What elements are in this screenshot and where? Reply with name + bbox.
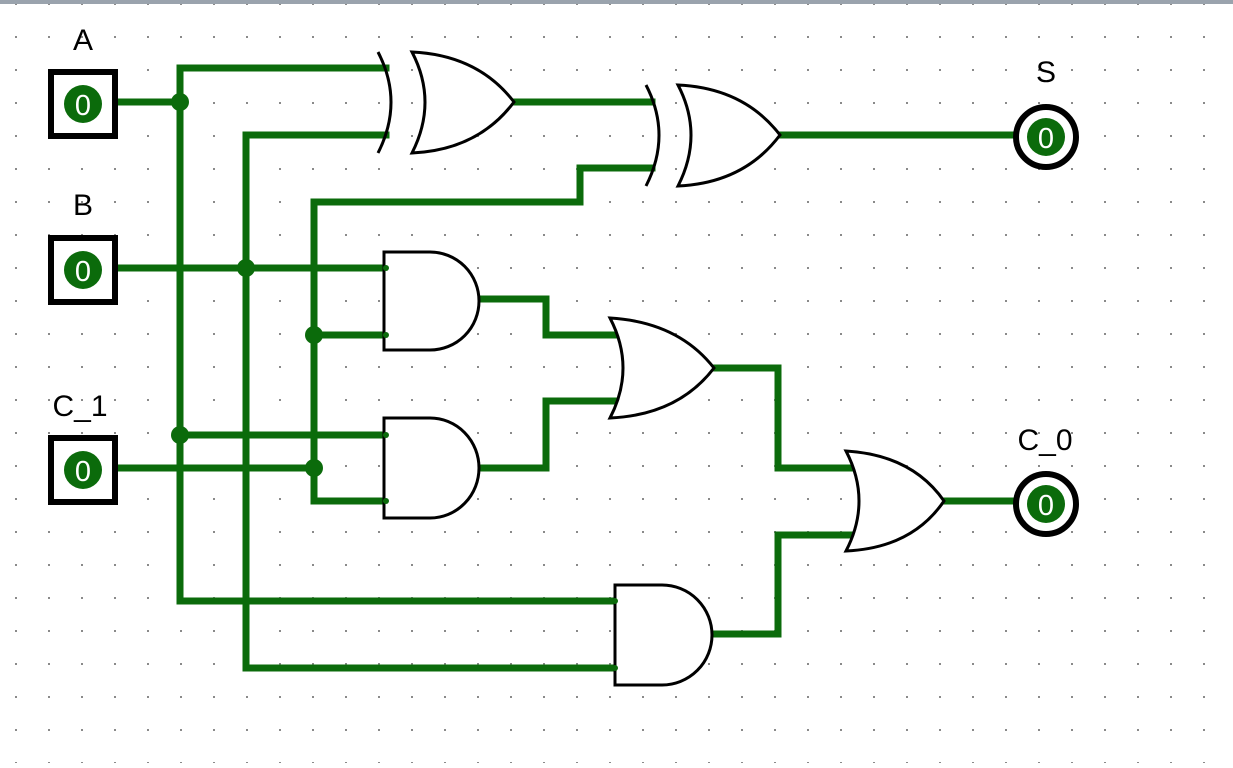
pin-stub bbox=[383, 332, 389, 338]
output-label-s: S bbox=[1036, 56, 1056, 89]
wire-c1-to-xor2 bbox=[310, 164, 656, 206]
junction-dot bbox=[171, 93, 189, 111]
output-value-s: 0 bbox=[1038, 123, 1054, 155]
pin-stub bbox=[612, 598, 618, 604]
junction-dot bbox=[305, 459, 323, 477]
input-value-a: 0 bbox=[75, 90, 91, 122]
junction-dot bbox=[237, 259, 255, 277]
wire-and3-to-or2 bbox=[708, 531, 854, 638]
wire-or1-to-or2 bbox=[710, 364, 854, 472]
input-pin-c1[interactable]: C_1 0 bbox=[48, 390, 118, 505]
pin-stub bbox=[383, 432, 389, 438]
input-label-a: A bbox=[73, 24, 93, 57]
output-pin-c0[interactable]: C_0 0 bbox=[1013, 424, 1079, 537]
input-pin-a[interactable]: A 0 bbox=[48, 24, 118, 139]
input-value-b: 0 bbox=[75, 256, 91, 288]
and-gate-a-b[interactable] bbox=[613, 583, 714, 687]
and-gate-a-c1[interactable] bbox=[382, 416, 481, 520]
wires bbox=[112, 64, 1020, 672]
xor-gate-1[interactable] bbox=[376, 50, 516, 155]
xor-gate-2[interactable] bbox=[644, 83, 782, 188]
junctions bbox=[171, 93, 323, 477]
window-top-edge bbox=[0, 0, 1233, 4]
wire-and2-to-or1 bbox=[476, 397, 620, 472]
pin-stub bbox=[383, 265, 389, 271]
and-gate-b-c1[interactable] bbox=[382, 250, 481, 352]
output-value-c0: 0 bbox=[1038, 490, 1054, 522]
input-pin-b[interactable]: B 0 bbox=[48, 189, 118, 305]
output-label-c0: C_0 bbox=[1017, 424, 1072, 457]
input-value-c1: 0 bbox=[75, 456, 91, 488]
pin-stub bbox=[383, 498, 389, 504]
input-label-c1: C_1 bbox=[52, 390, 107, 423]
junction-dot bbox=[305, 326, 323, 344]
or-gate-carry[interactable] bbox=[843, 449, 946, 553]
input-label-b: B bbox=[73, 189, 93, 222]
junction-dot bbox=[171, 426, 189, 444]
wire-and1-to-or1 bbox=[476, 295, 620, 339]
pin-stub bbox=[612, 665, 618, 671]
output-pin-s[interactable]: S 0 bbox=[1013, 56, 1079, 170]
or-gate-1[interactable] bbox=[607, 316, 716, 420]
